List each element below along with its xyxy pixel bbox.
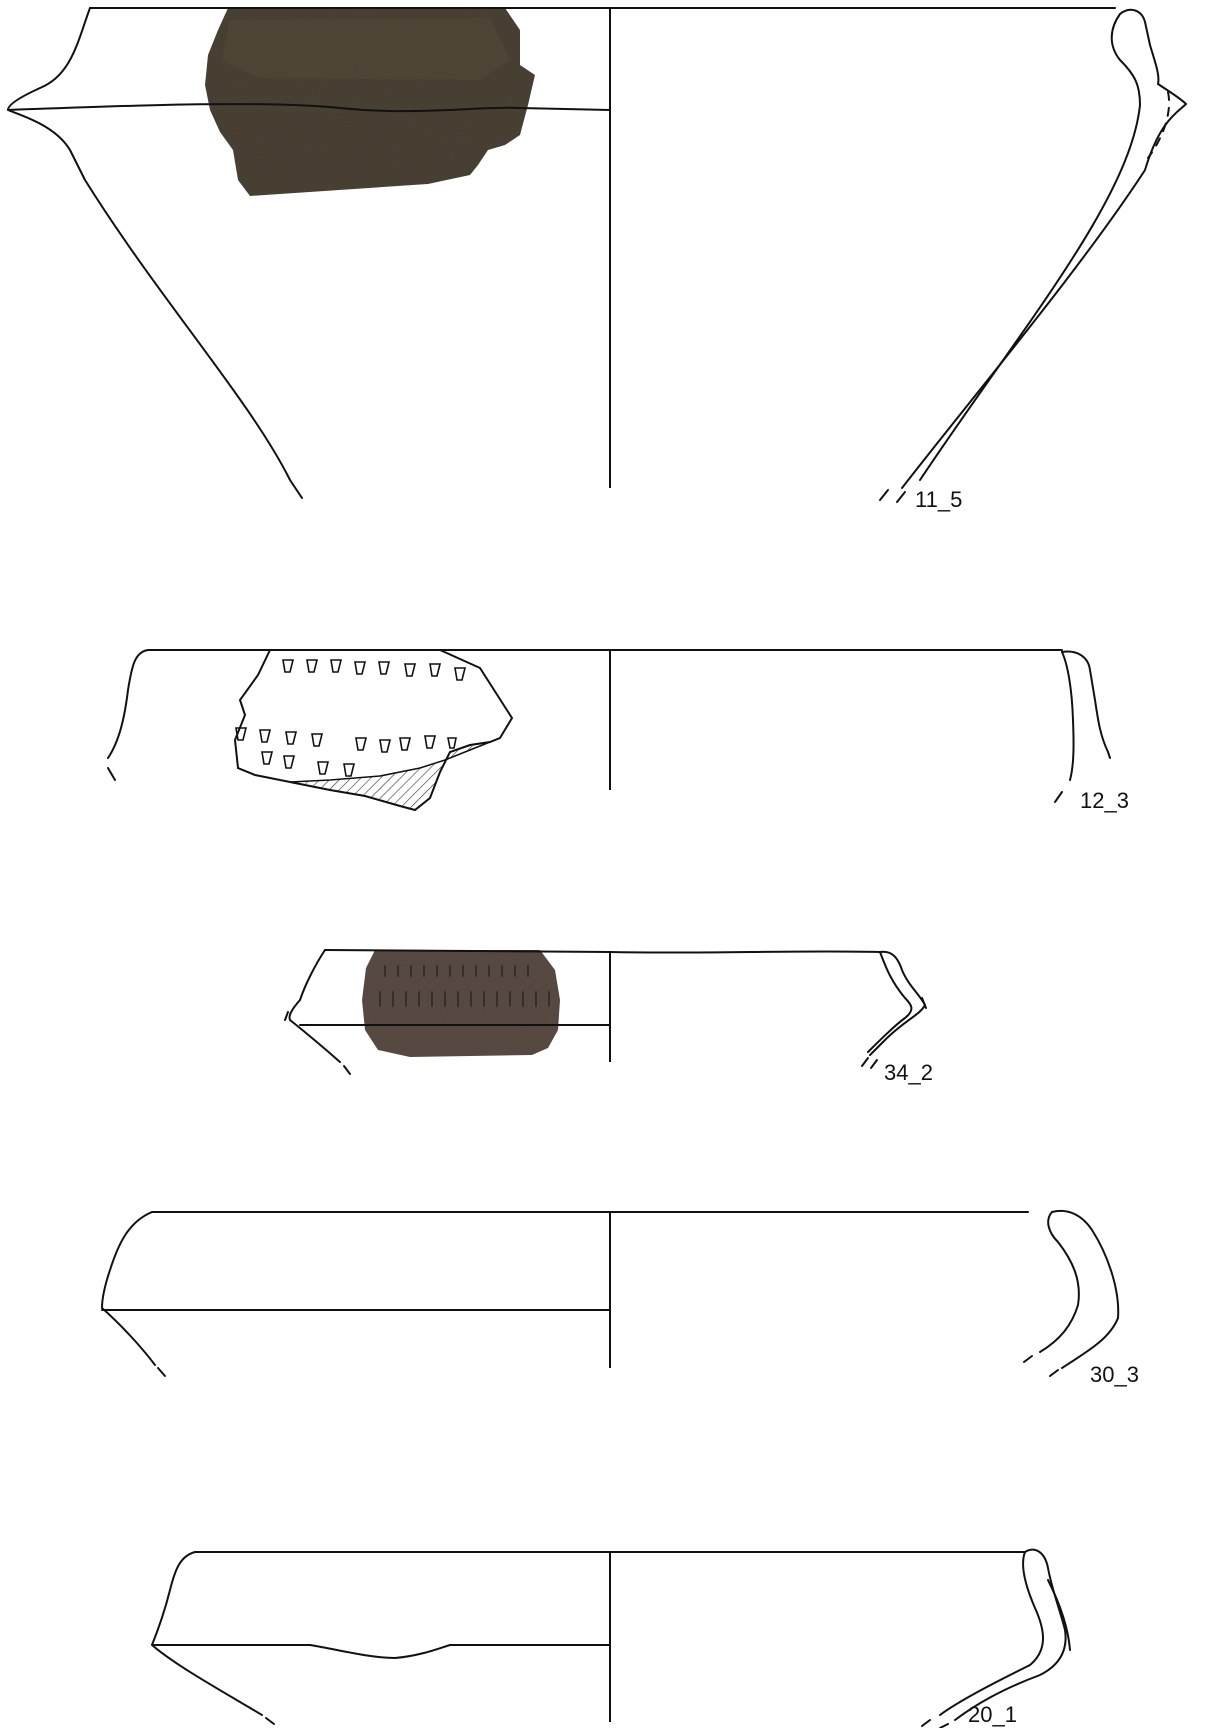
section-inner-12-3 (1061, 651, 1075, 781)
break-34-2 (861, 1057, 869, 1067)
break-30-3b (1049, 1369, 1059, 1377)
section-inner-20-1 (939, 1551, 1044, 1716)
dash-left-34-2 (284, 1011, 289, 1021)
label-11-5: 11_5 (915, 487, 962, 512)
carination-line-11-5 (7, 103, 611, 113)
break-30-3 (1023, 1355, 1033, 1363)
section-profile-20-1 (954, 1548, 1067, 1721)
break-left-30-3 (157, 1367, 166, 1377)
break-34-2b (870, 1059, 878, 1069)
section-dash-34-2 (921, 997, 927, 1009)
left-profile-20-1 (151, 1551, 263, 1716)
sherd-photo-11-5 (205, 8, 535, 196)
section-inner-34-2 (867, 951, 913, 1053)
label-20-1: 20_1 (968, 1702, 1017, 1727)
break-right-11-5 (896, 491, 906, 503)
left-profile-34-2 (288, 949, 341, 1063)
vessel-12-3: 12_3 (107, 649, 1129, 813)
break-20-1b (939, 1723, 949, 1728)
section-outer-20-1 (1047, 1579, 1071, 1651)
label-12-3: 12_3 (1080, 788, 1129, 813)
left-profile-11-5 (7, 7, 303, 499)
vessel-20-1: 20_1 (151, 1548, 1071, 1728)
break-left-11-5 (879, 489, 889, 501)
left-profile-12-3 (107, 649, 149, 759)
section-dash-11-5 (1147, 91, 1171, 159)
section-profile-12-3 (1061, 650, 1111, 759)
sherd-break-hatched-12-3 (289, 737, 501, 811)
vessel-34-2: 34_2 (284, 949, 933, 1085)
section-profile-34-2 (869, 950, 926, 1056)
vessel-11-5: 11_5 (7, 7, 1187, 512)
label-34-2: 34_2 (884, 1060, 933, 1085)
sherd-highlight-11-5 (222, 18, 510, 80)
section-inner-30-3 (1039, 1211, 1080, 1353)
left-profile-30-3 (101, 1211, 156, 1366)
sherd-photo-34-2 (362, 950, 560, 1057)
break-12-3 (1054, 791, 1063, 803)
section-profile-30-3 (1051, 1210, 1120, 1369)
break-left-34-2 (343, 1065, 351, 1075)
break-20-1 (921, 1719, 931, 1727)
break-left-20-1 (265, 1717, 275, 1725)
section-profile-11-5 (901, 8, 1187, 489)
label-30-3: 30_3 (1090, 1362, 1139, 1387)
nail-impressions-12-3 (235, 659, 467, 777)
rim-line-34-2 (324, 949, 881, 954)
punctate-rows-34-2 (379, 965, 550, 1007)
break-left-12-3 (107, 767, 116, 781)
carination-line-20-1 (151, 1644, 611, 1659)
vessel-30-3: 30_3 (101, 1210, 1139, 1387)
section-inner-11-5 (919, 13, 1141, 481)
